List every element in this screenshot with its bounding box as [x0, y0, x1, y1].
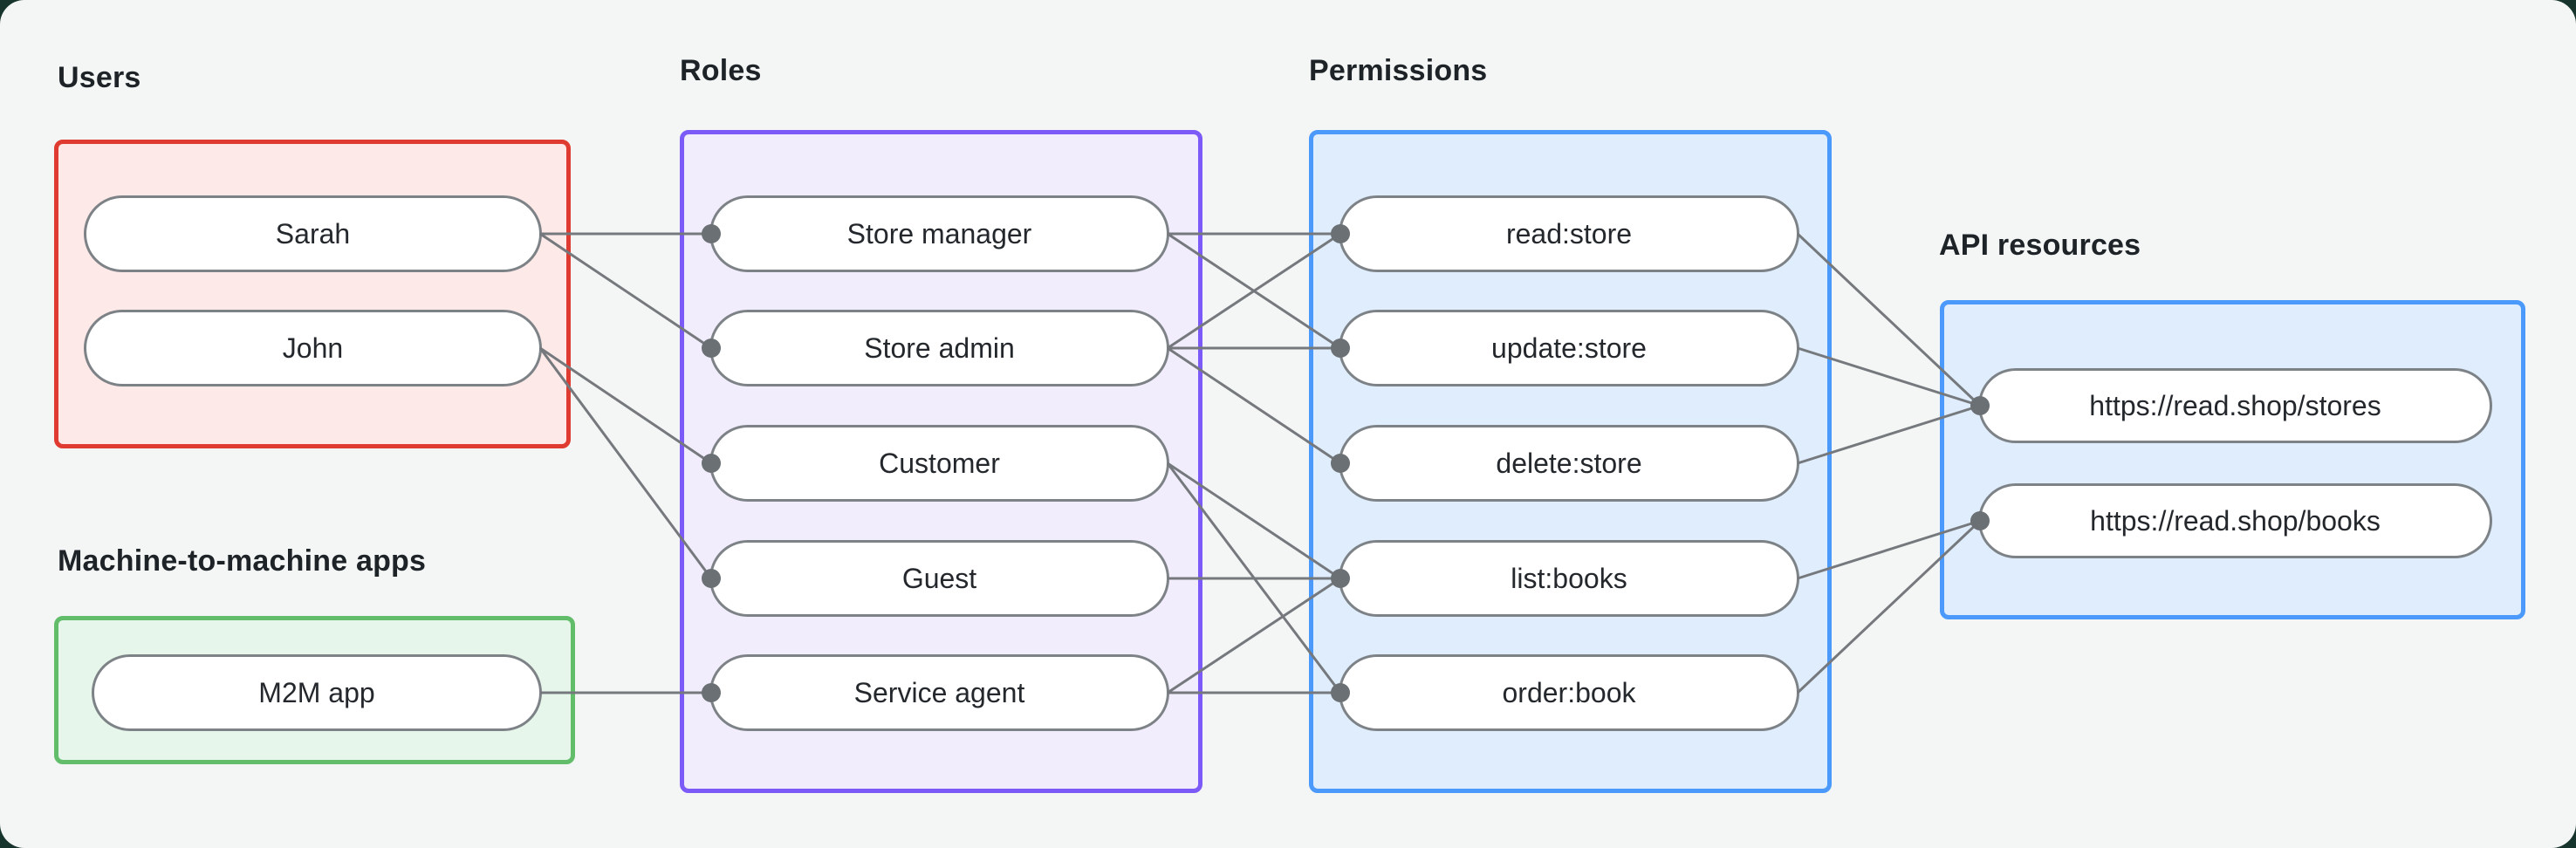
node-service_agent: Service agent	[709, 654, 1169, 731]
node-stores_url: https://read.shop/stores	[1978, 368, 2492, 443]
node-sarah: Sarah	[84, 195, 542, 272]
node-update_store: update:store	[1339, 310, 1799, 386]
node-order_book: order:book	[1339, 654, 1799, 731]
node-john: John	[84, 310, 542, 386]
group-box-users	[54, 140, 571, 448]
node-read_store: read:store	[1339, 195, 1799, 272]
node-store_admin: Store admin	[709, 310, 1169, 386]
group-label-roles: Roles	[680, 54, 762, 87]
group-label-m2m: Machine-to-machine apps	[58, 544, 427, 578]
group-label-users: Users	[58, 61, 141, 94]
group-box-api_resources	[1940, 300, 2525, 619]
group-label-permissions: Permissions	[1309, 54, 1488, 87]
node-books_url: https://read.shop/books	[1978, 483, 2492, 558]
node-customer: Customer	[709, 425, 1169, 502]
node-guest: Guest	[709, 540, 1169, 617]
node-store_manager: Store manager	[709, 195, 1169, 272]
node-delete_store: delete:store	[1339, 425, 1799, 502]
group-label-api_resources: API resources	[1939, 229, 2141, 262]
node-list_books: list:books	[1339, 540, 1799, 617]
node-m2m_app: M2M app	[92, 654, 542, 731]
